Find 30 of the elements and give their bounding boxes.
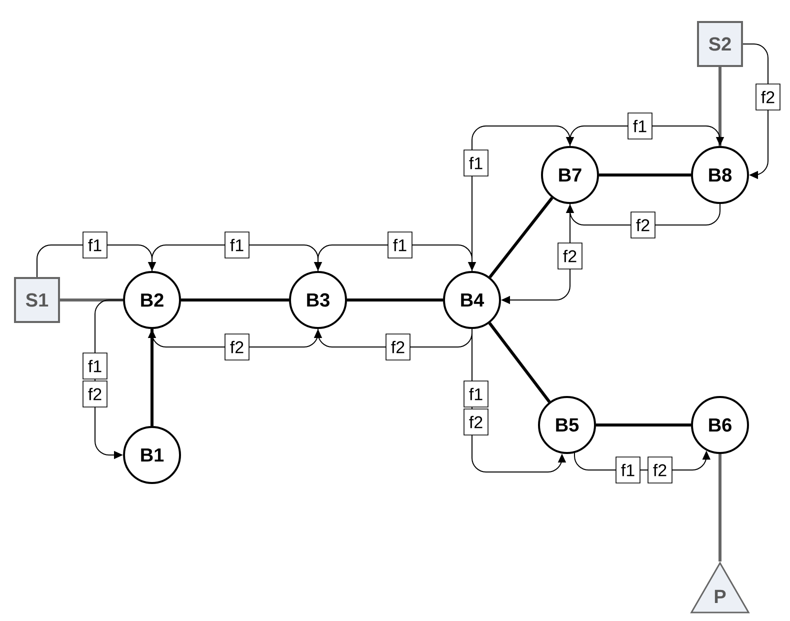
edge-label: f1 bbox=[82, 232, 108, 258]
connector-line bbox=[488, 322, 551, 403]
edge-label: f2 bbox=[630, 212, 656, 238]
edge-label: f1 bbox=[464, 380, 488, 408]
connector-line bbox=[488, 196, 554, 278]
flow-arrow bbox=[148, 328, 318, 348]
connector-line bbox=[596, 424, 691, 426]
connector-line bbox=[150, 329, 154, 426]
connector-line bbox=[347, 298, 443, 302]
edge-label: f1 bbox=[224, 232, 250, 258]
connector-line bbox=[60, 298, 123, 302]
edge-label: f2 bbox=[224, 334, 250, 360]
edge-label: f1 bbox=[388, 232, 412, 258]
connector-line bbox=[181, 298, 289, 302]
connector-line bbox=[599, 174, 691, 176]
edge-label: f2 bbox=[756, 84, 780, 110]
edge-label: f2 bbox=[558, 242, 582, 270]
connector-line bbox=[718, 67, 722, 146]
edge-label: f1 bbox=[464, 150, 488, 176]
flow-label: f2 bbox=[648, 456, 672, 484]
flow-arrow bbox=[570, 126, 724, 146]
connector-line bbox=[718, 454, 722, 562]
flow-label: f2 bbox=[82, 380, 108, 408]
source-box: S1 bbox=[14, 277, 60, 323]
source-box: S2 bbox=[697, 21, 743, 67]
edge-label: f1 bbox=[616, 456, 640, 484]
edge-label: f1 bbox=[82, 352, 108, 380]
edge-label: f2 bbox=[386, 334, 410, 360]
edge-label: f1 bbox=[628, 112, 652, 140]
flow-label: f2 bbox=[464, 408, 488, 436]
